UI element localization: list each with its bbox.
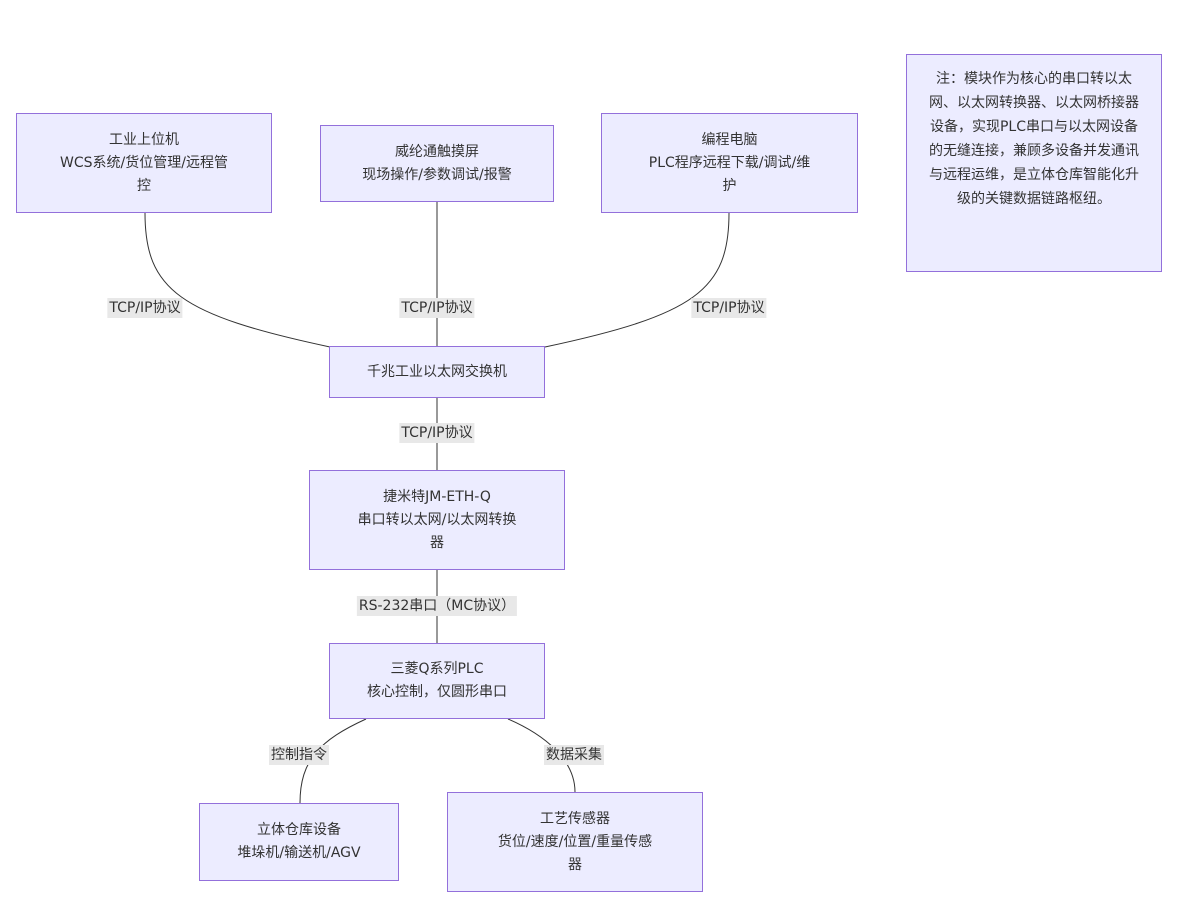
note-text: 注：模块作为核心的串口转以太网、以太网转换器、以太网桥接器设备，实现PLC串口与…: [929, 71, 1139, 207]
edge-label-pc-switch: TCP/IP协议: [691, 298, 767, 318]
edge-label-converter-plc: RS-232串口（MC协议）: [356, 596, 518, 616]
edge-pc-switch: [544, 212, 730, 348]
node-ethernet-switch: 千兆工业以太网交换机: [329, 346, 545, 398]
note-box: 注：模块作为核心的串口转以太网、以太网转换器、以太网桥接器设备，实现PLC串口与…: [906, 54, 1162, 272]
edge-label-plc-sensor: 数据采集: [544, 745, 604, 765]
edge-host-switch: [144, 212, 331, 348]
node-converter: 捷米特JM-ETH-Q 串口转以太网/以太网转换 器: [309, 470, 565, 570]
node-process-sensor: 工艺传感器 货位/速度/位置/重量传感 器: [447, 792, 703, 892]
node-programming-pc: 编程电脑 PLC程序远程下载/调试/维 护: [601, 113, 858, 213]
node-touch-screen: 威纶通触摸屏 现场操作/参数调试/报警: [320, 125, 554, 202]
node-plc: 三菱Q系列PLC 核心控制，仅圆形串口: [329, 643, 545, 719]
edge-label-host-switch: TCP/IP协议: [107, 298, 183, 318]
edge-label-plc-storage: 控制指令: [269, 745, 329, 765]
node-industrial-host: 工业上位机 WCS系统/货位管理/远程管 控: [16, 113, 272, 213]
edge-label-switch-converter: TCP/IP协议: [399, 423, 475, 443]
edge-label-touch-switch: TCP/IP协议: [399, 298, 475, 318]
node-storage-equipment: 立体仓库设备 堆垛机/输送机/AGV: [199, 803, 399, 881]
